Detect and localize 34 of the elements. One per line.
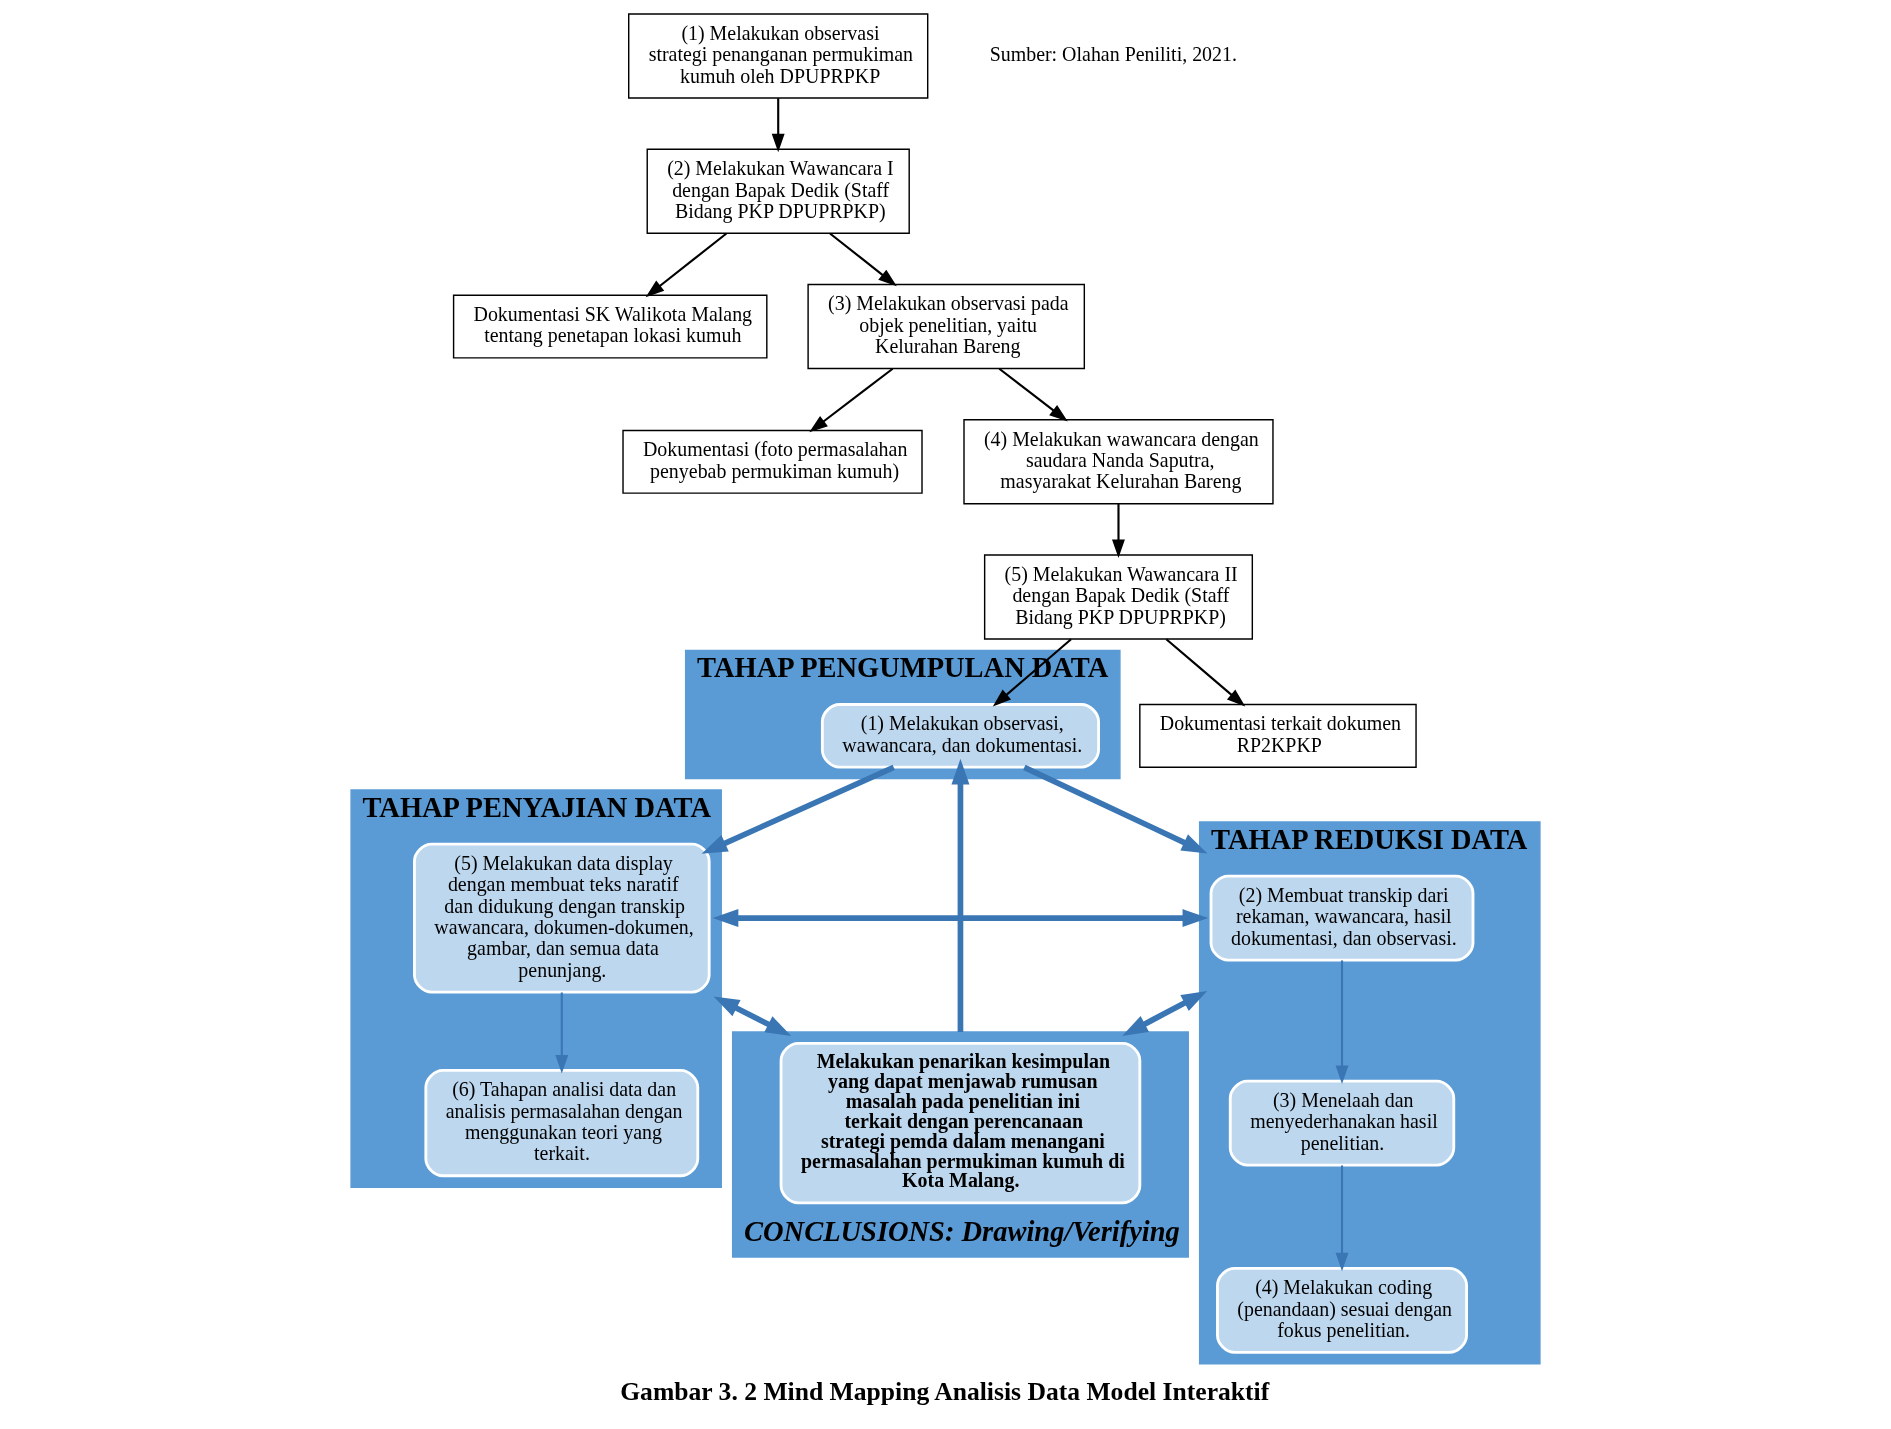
node-box: Dokumentasi SK Walikota Malang tentang penetapan lokasi kumuh [452, 294, 768, 359]
node-box: Melakukan penarikan kesimpulan yang dapat menjawab rumusan masalah pada penelitian ini terkait dengan perencanaan strategi pemda dalam menangani permasalahan permukiman kumuh di Kota Malang. [779, 1041, 1142, 1205]
arrow [998, 367, 1068, 422]
node-box: (5) Melakukan data display dengan membuat teks naratif dan didukung dengan transkip wawancara, dokumen-dokumen, gambar, dan semua data penunjang. [413, 842, 711, 994]
arrow [1112, 504, 1125, 558]
node-box: Dokumentasi (foto permasalahan penyebab permukiman kumuh) [622, 429, 923, 494]
label: Sumber: Olahan Peniliti, 2021. [989, 43, 1237, 66]
arrow [809, 367, 894, 433]
arrow [1335, 1165, 1349, 1272]
arrow [771, 98, 785, 153]
node-box: (4) Melakukan coding (penandaan) sesuai dengan fokus penelitian. [1216, 1266, 1468, 1354]
arrow [951, 758, 970, 1032]
node-box: (3) Melakukan observasi pada objek penelitian, yaitu Kelurahan Bareng [807, 283, 1086, 370]
arrow [701, 764, 895, 854]
node-box: (2) Melakukan Wawancara I dengan Bapak Dedik (Staff Bidang PKP DPUPRPKP) [646, 148, 910, 234]
node-box: (1) Melakukan observasi strategi penanganan permukiman kumuh oleh DPUPRPKP [628, 13, 929, 99]
caption: Gambar 3. 2 Mind Mapping Analisis Data Model Interaktif [620, 1376, 1270, 1406]
arrow [1122, 990, 1208, 1037]
node-box: (1) Melakukan observasi, wawancara, dan dokumentasi. [820, 703, 1100, 769]
node-box: (5) Melakukan Wawancara II dengan Bapak Dedik (Staff Bidang PKP DPUPRPKP) [983, 554, 1254, 640]
node-box: (3) Menelaah dan menyederhanakan hasil penelitian. [1228, 1079, 1456, 1167]
node-box: (6) Tahapan analisi data dan analisis permasalahan dengan menggunakan teori yang terkait. [424, 1069, 700, 1178]
arrow [712, 909, 1209, 928]
node-box: Dokumentasi terkait dokumen RP2KPKP [1139, 703, 1417, 768]
node-box: (2) Membuat transkip dari rekaman, wawancara, hasil dokumentasi, dan observasi. [1209, 874, 1475, 962]
arrow [645, 232, 728, 298]
arrow [992, 638, 1072, 707]
arrow [829, 232, 897, 287]
arrow [1335, 960, 1349, 1085]
arrow [555, 992, 569, 1074]
node-box: (4) Melakukan wawancara dengan saudara Nanda Saputra, masyarakat Kelurahan Bareng [963, 419, 1274, 505]
arrow [1023, 764, 1208, 854]
arrow [1165, 638, 1246, 707]
arrow [713, 996, 792, 1036]
